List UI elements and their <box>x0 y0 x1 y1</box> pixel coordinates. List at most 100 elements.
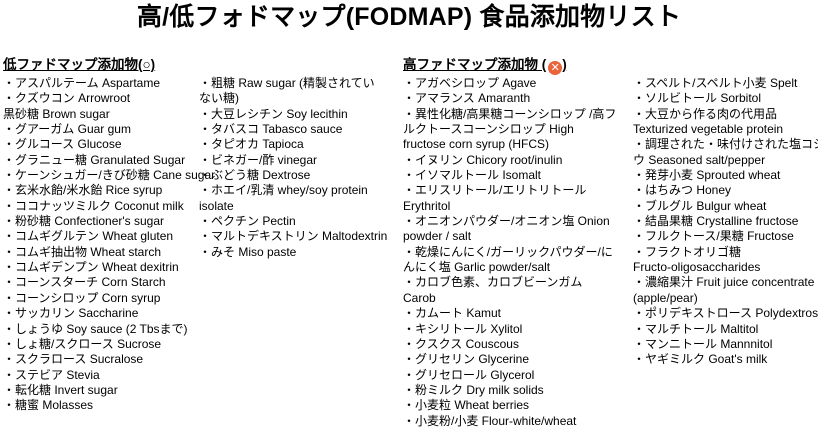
list-item: ・マンニトール Mannnitol <box>633 337 818 352</box>
list-item-line: ・ペクチン Pectin <box>199 214 296 229</box>
list-item: ・グアーガム Guar gum <box>3 122 131 137</box>
list-item: ・コーンシロップ Corn syrup <box>3 290 161 305</box>
list-item-line: ・濃縮果汁 Fruit juice concentrate <box>633 275 815 290</box>
list-item-line: ・カロブ色素、カロブビーンガム <box>403 275 583 290</box>
list-item: ・調理された・味付けされた塩コショウ Seasoned salt/pepper <box>633 137 818 168</box>
list-item-line: ・フラクトオリゴ糖 <box>633 244 742 259</box>
list-item: ・ブルグル Bulgur wheat <box>633 199 818 214</box>
list-item-line: ・調理された・味付けされた塩コショ <box>633 137 818 152</box>
list-item-line: ・クスクス Couscous <box>403 336 519 351</box>
list-item: ・発芽小麦 Sprouted wheat <box>633 168 818 183</box>
list-item: ・ヤギミルク Goat's milk <box>633 352 818 367</box>
list-item-line: ・粉ミルク Dry milk solids <box>403 382 544 397</box>
list-item-line: ・グリセリン Glycerine <box>403 352 530 367</box>
list-item: ・スクラロース Sucralose <box>3 352 144 367</box>
list-item: ・ペクチン Pectin <box>199 214 387 229</box>
list-item-line: ・異性化糖/高果糖コーンシロップ /高フ <box>403 106 617 121</box>
list-item-line: Carob <box>403 290 436 305</box>
list-item: ・粗糖 Raw sugar (精製されていない糖) <box>199 76 387 107</box>
list-item-line: (apple/pear) <box>633 290 698 305</box>
list-item-line: isolate <box>199 198 234 213</box>
list-item: ・ステビア Stevia <box>3 367 100 382</box>
list-item: ・しょ糖/スクロース Sucrose <box>3 336 162 351</box>
list-item: ・アスパルテーム Aspartame <box>3 76 161 90</box>
list-item: ・ポリデキストロース Polydextrose <box>633 306 818 321</box>
list-item: ・糖蜜 Molasses <box>3 398 94 413</box>
low-fodmap-list-column-2: ・粗糖 Raw sugar (精製されていない糖)・大豆レシチン Soy lec… <box>199 76 387 260</box>
list-item: 黒砂糖 Brown sugar <box>3 106 110 121</box>
list-item: ・コーンスターチ Corn Starch <box>3 275 166 290</box>
list-item-line: ・発芽小麦 Sprouted wheat <box>633 168 781 183</box>
list-item-line: ・マルトデキストリン Maltodextrin <box>199 229 388 244</box>
list-item-line: ・スペルト/スペルト小麦 Spelt <box>633 76 798 90</box>
list-item: ・タバスコ Tabasco sauce <box>199 122 387 137</box>
list-item: ・ぶどう糖 Dextrose <box>199 168 387 183</box>
list-item: ・みそ Miso paste <box>199 245 387 260</box>
list-item-line: ・マルチトール Maltitol <box>633 321 759 336</box>
list-item: ・しょうゆ Soy sauce (2 Tbsまで) <box>3 321 188 336</box>
list-item: ・粉砂糖 Confectioner's sugar <box>3 214 165 229</box>
list-item: ・濃縮果汁 Fruit juice concentrate(apple/pear… <box>633 275 818 306</box>
list-item-line: ・ホエイ/乳清 whey/soy protein <box>199 183 368 198</box>
list-item: ・イヌリン Chicory root/inulin <box>403 153 616 168</box>
list-item-line: Fructo-oligosaccharides <box>633 260 761 275</box>
list-item-line: ・タバスコ Tabasco sauce <box>199 122 343 137</box>
list-item: ・大豆レシチン Soy lecithin <box>199 107 387 122</box>
list-item: ・タピオカ Tapioca <box>199 137 387 152</box>
list-item-line: ・大豆から作る肉の代用品 <box>633 106 778 121</box>
list-item-line: ・ポリデキストロース Polydextrose <box>633 306 818 321</box>
list-item-line: ・粗糖 Raw sugar (精製されてい <box>199 76 375 90</box>
list-item: ・コムギ抽出物 Wheat starch <box>3 244 162 259</box>
list-item: ・マルトデキストリン Maltodextrin <box>199 229 387 244</box>
high-fodmap-list-column-2: ・スペルト/スペルト小麦 Spelt・ソルビトール Sorbitol・大豆から作… <box>633 76 818 368</box>
list-item-line: ・アガベシロップ Agave <box>403 76 537 90</box>
high-fodmap-heading-text: 高ファドマップ添加物 ( <box>403 57 547 72</box>
low-fodmap-heading: 低ファドマップ添加物(○) <box>3 57 156 72</box>
list-item: ・カムート Kamut <box>403 306 616 321</box>
list-item-line: ・アマランス Amaranth <box>403 91 531 106</box>
list-item-line: ・ぶどう糖 Dextrose <box>199 168 311 183</box>
list-item: ・フルクトース/果糖 Fructose <box>633 229 818 244</box>
list-item: ・イソマルトール Isomalt <box>403 168 616 183</box>
list-item: ・コムギグルテン Wheat gluten <box>3 229 174 244</box>
high-fodmap-heading-close: ) <box>562 57 567 72</box>
list-item: ・クスクス Couscous <box>403 337 616 352</box>
list-item: ・ケーンシュガー/きび砂糖 Cane sugar <box>3 168 216 183</box>
list-item: ・小麦粒 Wheat berries <box>403 398 616 413</box>
list-item: ・結晶果糖 Crystalline fructose <box>633 214 818 229</box>
list-item: ・グラニュー糖 Granulated Sugar <box>3 152 186 167</box>
list-item: ・小麦粉/小麦 Flour-white/wheat <box>403 414 616 429</box>
list-item-line: ・ヤギミルク Goat's milk <box>633 352 768 367</box>
list-item: ・コムギデンプン Wheat dexitrin <box>3 260 179 275</box>
list-item: ・マルチトール Maltitol <box>633 322 818 337</box>
list-item: ・転化糖 Invert sugar <box>3 382 118 397</box>
list-item-line: ・はちみつ Honey <box>633 183 732 198</box>
x-mark-icon: ✕ <box>548 61 563 75</box>
list-item-line: んにく塩 Garlic powder/salt <box>403 260 551 275</box>
list-item: ・粉ミルク Dry milk solids <box>403 383 616 398</box>
list-item: ・クズウコン Arrowroot <box>3 91 131 106</box>
list-item: ・ビネガー/酢 vinegar <box>199 153 387 168</box>
list-item: ・グリセリン Glycerine <box>403 352 616 367</box>
list-item: ・はちみつ Honey <box>633 183 818 198</box>
list-item-line: ・エリスリトール/エリトリトール <box>403 183 587 198</box>
list-item-line: fructose corn syrup (HFCS) <box>403 137 550 152</box>
list-item: ・ココナッツミルク Coconut milk <box>3 198 184 213</box>
page-title: 高/低フォドマップ(FODMAP) 食品添加物リスト <box>136 3 682 31</box>
list-item-line: ・ソルビトール Sorbitol <box>633 91 762 106</box>
list-item: ・キシリトール Xylitol <box>403 322 616 337</box>
list-item-line: ルクトースコーンシロップ High <box>403 122 574 137</box>
list-item: ・玄米水飴/米水飴 Rice syrup <box>3 183 163 198</box>
list-item-line: ない糖) <box>199 91 239 106</box>
list-item-line: ・イソマルトール Isomalt <box>403 168 542 183</box>
high-fodmap-heading: 高ファドマップ添加物 (✕) <box>403 57 567 75</box>
list-item: ・アマランス Amaranth <box>403 91 616 106</box>
list-item-line: ・みそ Miso paste <box>199 244 297 259</box>
list-item-line: ・オニオンパウダー/オニオン塩 Onion <box>403 214 610 229</box>
list-item: ・グルコース Glucose <box>3 137 122 152</box>
